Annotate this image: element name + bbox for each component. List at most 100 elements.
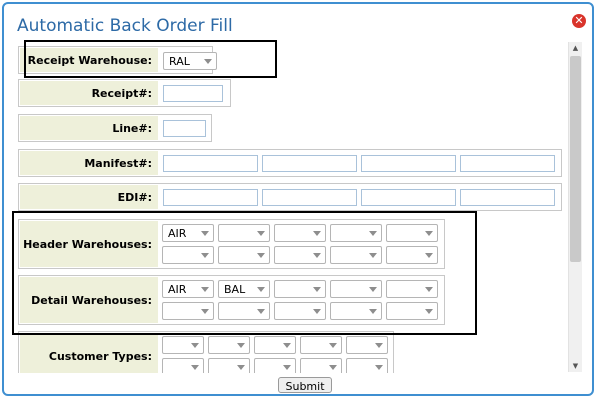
customer-type-select-1[interactable] [162, 336, 204, 354]
chevron-down-icon [283, 343, 291, 348]
chevron-down-icon [283, 365, 291, 370]
header-warehouse-select-6[interactable] [162, 246, 214, 264]
detail-warehouse-select-10[interactable] [386, 302, 438, 320]
detail-warehouse-select-8[interactable] [274, 302, 326, 320]
manifest-input-4[interactable] [460, 155, 555, 172]
chevron-down-icon [425, 309, 433, 314]
line-number-label: Line#: [20, 116, 158, 140]
edi-label: EDI#: [20, 185, 158, 209]
chevron-down-icon [329, 343, 337, 348]
customer-type-select-2[interactable] [208, 336, 250, 354]
customer-type-select-10[interactable] [346, 358, 388, 373]
chevron-down-icon [329, 365, 337, 370]
header-warehouse-select-5[interactable] [386, 224, 438, 242]
customer-type-select-3[interactable] [254, 336, 296, 354]
dialog-title: Automatic Back Order Fill [17, 16, 233, 36]
detail-warehouses-row: Detail Warehouses: AIR BAL [18, 275, 445, 325]
manifest-label: Manifest#: [20, 151, 158, 175]
form-content: Receipt Warehouse: RAL Receipt#: Line#: … [14, 41, 590, 373]
edi-row: EDI#: [18, 183, 562, 211]
customer-type-select-7[interactable] [208, 358, 250, 373]
line-number-row: Line#: [18, 114, 212, 142]
detail-warehouse-select-2[interactable]: BAL [218, 280, 270, 298]
chevron-down-icon [425, 231, 433, 236]
header-warehouse-value-1: AIR [168, 227, 187, 240]
customer-type-select-9[interactable] [300, 358, 342, 373]
chevron-down-icon [375, 343, 383, 348]
line-number-input[interactable] [163, 120, 206, 137]
receipt-warehouse-select[interactable]: RAL [163, 52, 217, 70]
chevron-down-icon [425, 253, 433, 258]
detail-warehouses-label: Detail Warehouses: [20, 277, 158, 323]
chevron-down-icon [369, 287, 377, 292]
manifest-input-1[interactable] [163, 155, 258, 172]
detail-warehouse-select-5[interactable] [386, 280, 438, 298]
chevron-down-icon [369, 309, 377, 314]
chevron-down-icon [313, 231, 321, 236]
submit-button[interactable]: Submit [278, 377, 332, 393]
chevron-down-icon [257, 287, 265, 292]
detail-warehouse-value-1: AIR [168, 283, 187, 296]
chevron-down-icon [369, 253, 377, 258]
manifest-row: Manifest#: [18, 149, 562, 177]
chevron-down-icon [237, 365, 245, 370]
chevron-down-icon [313, 287, 321, 292]
header-warehouse-select-1[interactable]: AIR [162, 224, 214, 242]
manifest-input-2[interactable] [262, 155, 357, 172]
header-warehouse-select-4[interactable] [330, 224, 382, 242]
automatic-back-order-fill-dialog: Automatic Back Order Fill ✕ Receipt Ware… [2, 2, 594, 396]
detail-warehouse-value-2: BAL [224, 283, 246, 296]
header-warehouse-select-7[interactable] [218, 246, 270, 264]
detail-warehouse-select-1[interactable]: AIR [162, 280, 214, 298]
chevron-down-icon [191, 343, 199, 348]
edi-input-3[interactable] [361, 189, 456, 206]
header-warehouses-row: Header Warehouses: AIR [18, 219, 445, 269]
customer-type-select-4[interactable] [300, 336, 342, 354]
chevron-down-icon [201, 231, 209, 236]
vertical-scrollbar[interactable]: ▲ ▼ [568, 42, 582, 372]
edi-input-1[interactable] [163, 189, 258, 206]
manifest-input-3[interactable] [361, 155, 456, 172]
detail-warehouse-select-3[interactable] [274, 280, 326, 298]
header-warehouse-select-3[interactable] [274, 224, 326, 242]
chevron-down-icon [313, 309, 321, 314]
chevron-down-icon [375, 365, 383, 370]
customer-types-label: Customer Types: [20, 333, 158, 373]
chevron-down-icon [237, 343, 245, 348]
header-warehouse-select-10[interactable] [386, 246, 438, 264]
receipt-number-label: Receipt#: [20, 81, 158, 105]
customer-type-select-5[interactable] [346, 336, 388, 354]
receipt-warehouse-value: RAL [169, 55, 190, 68]
customer-types-row: Customer Types: [18, 331, 394, 373]
chevron-down-icon [204, 59, 212, 64]
chevron-down-icon [257, 231, 265, 236]
chevron-down-icon [191, 365, 199, 370]
customer-type-select-8[interactable] [254, 358, 296, 373]
edi-input-4[interactable] [460, 189, 555, 206]
close-icon[interactable]: ✕ [572, 14, 586, 28]
chevron-down-icon [425, 287, 433, 292]
chevron-down-icon [201, 253, 209, 258]
scroll-down-icon[interactable]: ▼ [572, 362, 579, 370]
chevron-down-icon [369, 231, 377, 236]
header-warehouse-select-2[interactable] [218, 224, 270, 242]
chevron-down-icon [257, 309, 265, 314]
customer-type-select-6[interactable] [162, 358, 204, 373]
receipt-number-input[interactable] [163, 85, 223, 102]
receipt-number-row: Receipt#: [18, 79, 231, 107]
header-warehouse-select-8[interactable] [274, 246, 326, 264]
chevron-down-icon [201, 287, 209, 292]
receipt-warehouse-row: Receipt Warehouse: RAL [18, 46, 217, 74]
scroll-up-icon[interactable]: ▲ [572, 44, 579, 52]
edi-input-2[interactable] [262, 189, 357, 206]
detail-warehouse-select-9[interactable] [330, 302, 382, 320]
scrollbar-thumb[interactable] [570, 56, 581, 262]
header-warehouse-select-9[interactable] [330, 246, 382, 264]
detail-warehouse-select-4[interactable] [330, 280, 382, 298]
chevron-down-icon [257, 253, 265, 258]
chevron-down-icon [201, 309, 209, 314]
detail-warehouse-select-7[interactable] [218, 302, 270, 320]
detail-warehouse-select-6[interactable] [162, 302, 214, 320]
chevron-down-icon [313, 253, 321, 258]
receipt-warehouse-label: Receipt Warehouse: [20, 48, 158, 72]
